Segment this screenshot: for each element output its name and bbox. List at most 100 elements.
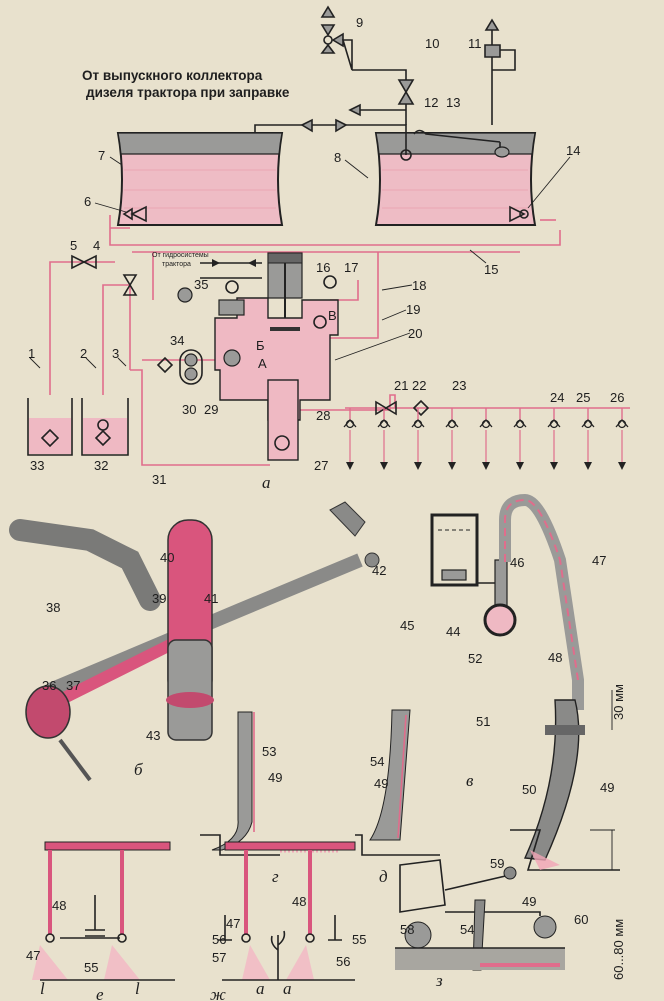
exhaust-source-line1: От выпускного коллектора <box>82 68 263 83</box>
canisters <box>27 398 129 456</box>
chamber-b: Б <box>256 338 265 353</box>
callout: 60 <box>574 912 588 927</box>
nozzle-icon <box>377 408 391 470</box>
callout: 43 <box>146 728 160 743</box>
float-icon <box>494 146 510 158</box>
liquid-lines <box>49 215 630 466</box>
callout: 49 <box>268 770 282 785</box>
callout: 45 <box>400 618 414 633</box>
nozzle-icon <box>547 408 561 470</box>
caption-g: г <box>272 867 279 886</box>
distributor-body <box>200 252 339 461</box>
boom-nozzles <box>343 408 629 470</box>
nozzle-icon <box>513 408 527 470</box>
callout: 54 <box>370 754 384 769</box>
callout: 38 <box>46 600 60 615</box>
hydraulics-source-line2: трактора <box>162 261 191 268</box>
caption-e: е <box>96 985 104 1001</box>
callout: 49 <box>522 894 536 909</box>
caption-b: б <box>134 760 143 779</box>
callout: 55 <box>352 932 366 947</box>
callout: 48 <box>292 894 306 909</box>
callout: 53 <box>262 744 276 759</box>
caption-z: з <box>435 971 443 990</box>
callout: 2 <box>80 346 87 361</box>
callout: 23 <box>452 378 466 393</box>
air-lines <box>254 5 516 155</box>
callout: 6 <box>84 194 91 209</box>
gauge-34-icon <box>177 287 193 303</box>
callout: 55 <box>84 960 98 975</box>
callout: 28 <box>316 408 330 423</box>
callout: 14 <box>566 143 580 158</box>
callout: 52 <box>468 651 482 666</box>
callout: 26 <box>610 390 624 405</box>
callout: 47 <box>226 916 240 931</box>
nozzle-icon <box>445 408 459 470</box>
callout: 57 <box>212 950 226 965</box>
callout: 7 <box>98 148 105 163</box>
nozzle-icon <box>615 408 629 470</box>
callout: 33 <box>30 458 44 473</box>
callout: 3 <box>112 346 119 361</box>
caption-v: в <box>466 771 474 790</box>
callout: 29 <box>204 402 218 417</box>
callout: 22 <box>412 378 426 393</box>
callout: 31 <box>152 472 166 487</box>
callout: 11 <box>468 36 482 51</box>
caption-d: д <box>379 867 388 886</box>
callout: 50 <box>522 782 536 797</box>
callout: 42 <box>372 563 386 578</box>
callout: 18 <box>412 278 426 293</box>
pump-29-icon <box>179 349 203 385</box>
callout: 49 <box>600 780 614 795</box>
callout: 56 <box>212 932 226 947</box>
callout: 48 <box>548 650 562 665</box>
dim-30mm: 30 мм <box>611 684 626 720</box>
callout: 37 <box>66 678 80 693</box>
valve-14-icon <box>509 205 526 223</box>
nozzle-icon <box>411 408 425 470</box>
callout: 48 <box>52 898 66 913</box>
exhaust-source-line2: дизеля трактора при заправке <box>86 85 290 100</box>
caption-zh: ж <box>210 985 226 1001</box>
callout: 36 <box>42 678 56 693</box>
callout: 59 <box>490 856 504 871</box>
dim-l: l <box>40 979 45 998</box>
callout: 24 <box>550 390 564 405</box>
dim-a: a <box>283 979 292 998</box>
valve-22-icon <box>375 400 397 416</box>
nozzle-icon <box>479 408 493 470</box>
dim-l: l <box>135 979 140 998</box>
nozzle-icon <box>343 408 357 470</box>
caption-a: а <box>262 473 271 492</box>
callout: 39 <box>152 591 166 606</box>
callout-labels: От выпускного коллектора дизеля трактора… <box>26 15 626 1001</box>
callout: 54 <box>460 922 474 937</box>
callout: 13 <box>446 95 460 110</box>
filter-32-icon <box>94 429 112 447</box>
callout: 35 <box>194 277 208 292</box>
callout: 1 <box>28 346 35 361</box>
scheme-a <box>27 5 630 470</box>
callout: 49 <box>374 776 388 791</box>
callout: 5 <box>70 238 77 253</box>
callout: 46 <box>510 555 524 570</box>
chamber-a: А <box>258 356 267 371</box>
callout: 21 <box>394 378 408 393</box>
callout: 58 <box>400 922 414 937</box>
sections-e-zh <box>32 841 356 981</box>
valves <box>71 254 430 417</box>
callout: 16 <box>316 260 330 275</box>
callout: 47 <box>592 553 606 568</box>
tank-7 <box>116 132 284 226</box>
callout: 56 <box>336 954 350 969</box>
section-v <box>430 493 620 871</box>
callout: 4 <box>93 238 100 253</box>
illustration-b <box>9 501 380 782</box>
callout: 19 <box>406 302 420 317</box>
nozzle-icon <box>581 408 595 470</box>
chamber-v: В <box>328 308 337 323</box>
gauge-icon <box>323 275 337 289</box>
